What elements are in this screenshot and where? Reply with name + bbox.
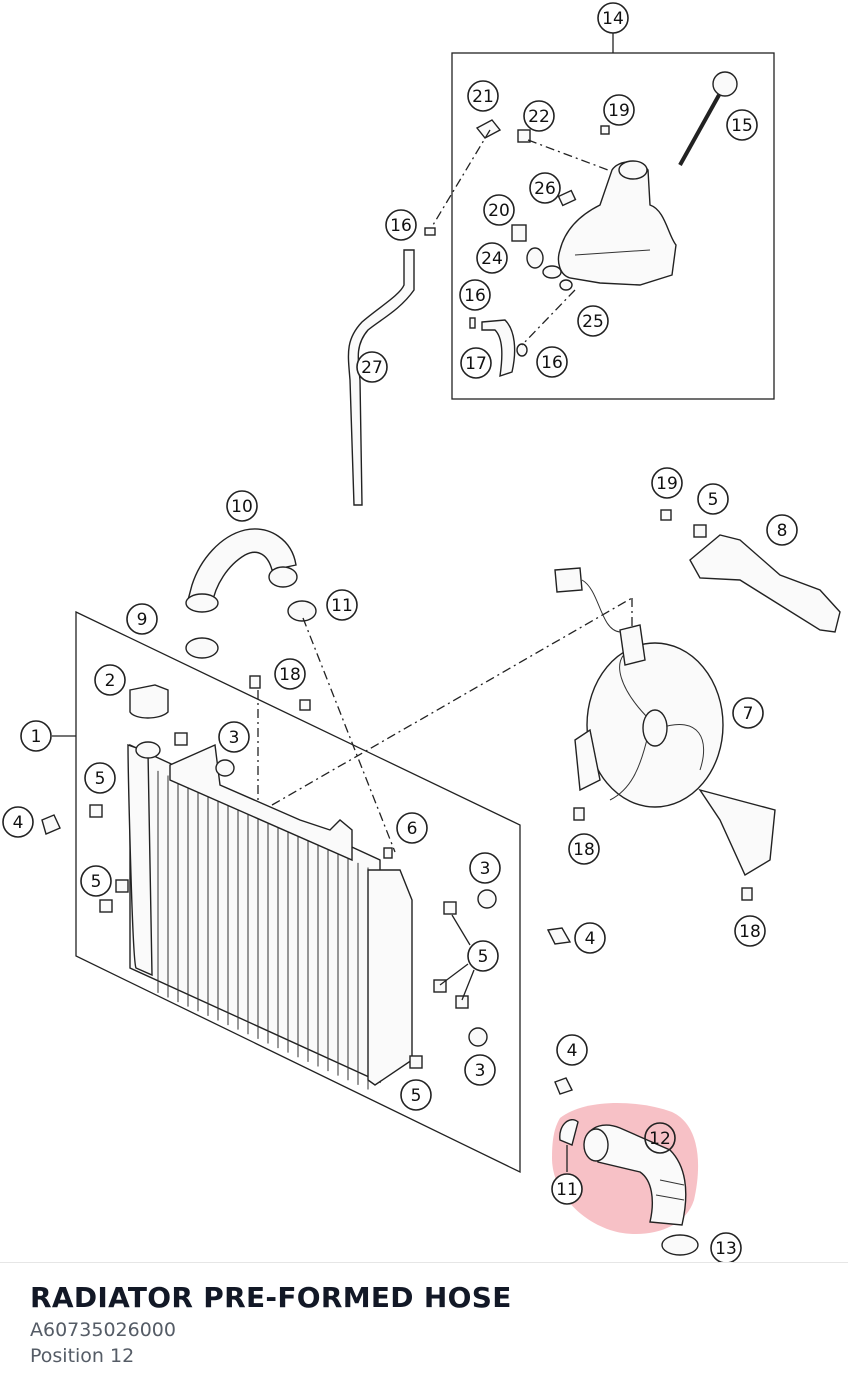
callout-label: 15 xyxy=(731,116,753,136)
callout-3[interactable]: 3 xyxy=(218,721,250,753)
callout-21[interactable]: 21 xyxy=(467,80,499,112)
radiator-group xyxy=(41,597,633,1174)
callout-label: 6 xyxy=(407,819,418,839)
callout-label: 5 xyxy=(708,490,719,510)
callout-label: 8 xyxy=(777,521,788,541)
part-title: RADIATOR PRE-FORMED HOSE xyxy=(30,1281,512,1314)
callout-11[interactable]: 11 xyxy=(326,589,358,621)
callout-label: 9 xyxy=(137,610,148,630)
callout-label: 11 xyxy=(556,1180,578,1200)
callout-label: 10 xyxy=(231,497,253,517)
bracket-8 xyxy=(689,534,841,633)
callout-label: 17 xyxy=(465,354,487,374)
callout-18[interactable]: 18 xyxy=(568,833,600,865)
callout-label: 26 xyxy=(534,179,556,199)
callout-3[interactable]: 3 xyxy=(469,852,501,884)
callout-15[interactable]: 15 xyxy=(726,109,758,141)
callout-label: 21 xyxy=(472,87,494,107)
callout-26[interactable]: 26 xyxy=(529,172,561,204)
upper-hose xyxy=(187,528,297,606)
callout-label: 27 xyxy=(361,358,383,378)
callout-8[interactable]: 8 xyxy=(766,514,798,546)
callout-label: 13 xyxy=(715,1239,737,1259)
callout-label: 14 xyxy=(602,9,624,29)
callout-label: 16 xyxy=(541,353,563,373)
callout-label: 19 xyxy=(608,101,630,121)
callout-3[interactable]: 3 xyxy=(464,1054,496,1086)
callout-13[interactable]: 13 xyxy=(710,1232,742,1262)
callout-22[interactable]: 22 xyxy=(523,100,555,132)
callout-label: 2 xyxy=(105,671,116,691)
callout-label: 16 xyxy=(464,286,486,306)
callout-label: 4 xyxy=(567,1041,578,1061)
expansion-tank-group xyxy=(424,33,775,400)
callout-17[interactable]: 17 xyxy=(460,347,492,379)
callout-18[interactable]: 18 xyxy=(734,915,766,947)
callout-label: 22 xyxy=(528,107,550,127)
callout-label: 7 xyxy=(743,704,754,724)
callout-4[interactable]: 4 xyxy=(556,1034,588,1066)
callout-label: 3 xyxy=(229,728,240,748)
callout-25[interactable]: 25 xyxy=(577,305,609,337)
callout-14[interactable]: 14 xyxy=(597,2,629,34)
callout-4[interactable]: 4 xyxy=(2,806,34,838)
callout-6[interactable]: 6 xyxy=(396,812,428,844)
callout-9[interactable]: 9 xyxy=(126,603,158,635)
callout-16[interactable]: 16 xyxy=(536,346,568,378)
callout-label: 11 xyxy=(331,596,353,616)
callout-label: 19 xyxy=(656,474,678,494)
callout-16[interactable]: 16 xyxy=(385,209,417,241)
callout-label: 18 xyxy=(573,840,595,860)
callout-16[interactable]: 16 xyxy=(459,279,491,311)
callout-5[interactable]: 5 xyxy=(467,940,499,972)
callout-label: 3 xyxy=(480,859,491,879)
part-number: A60735026000 xyxy=(30,1319,176,1341)
callout-label: 1 xyxy=(31,727,42,747)
callout-label: 4 xyxy=(585,929,596,949)
part-position: Position 12 xyxy=(30,1345,135,1367)
callout-5[interactable]: 5 xyxy=(84,762,116,794)
callout-label: 5 xyxy=(95,769,106,789)
callout-label: 16 xyxy=(390,216,412,236)
callout-label: 12 xyxy=(649,1129,671,1149)
callout-label: 18 xyxy=(739,922,761,942)
part-info-panel: RADIATOR PRE-FORMED HOSE A60735026000 Po… xyxy=(0,1262,848,1391)
callout-label: 4 xyxy=(13,813,24,833)
lower-hose-group xyxy=(554,1077,699,1256)
callout-7[interactable]: 7 xyxy=(732,697,764,729)
callout-18[interactable]: 18 xyxy=(274,658,306,690)
callout-2[interactable]: 2 xyxy=(94,664,126,696)
callout-1[interactable]: 1 xyxy=(20,720,52,752)
callout-20[interactable]: 20 xyxy=(483,194,515,226)
callout-label: 5 xyxy=(478,947,489,967)
callout-5[interactable]: 5 xyxy=(400,1079,432,1111)
callout-label: 5 xyxy=(91,872,102,892)
callout-label: 3 xyxy=(475,1061,486,1081)
callout-4[interactable]: 4 xyxy=(574,922,606,954)
hose-27 xyxy=(347,249,415,506)
callout-label: 25 xyxy=(582,312,604,332)
callout-27[interactable]: 27 xyxy=(356,351,388,383)
callout-5[interactable]: 5 xyxy=(697,483,729,515)
callout-label: 5 xyxy=(411,1086,422,1106)
fan-group xyxy=(546,567,776,945)
callout-5[interactable]: 5 xyxy=(80,865,112,897)
callout-label: 18 xyxy=(279,665,301,685)
callout-24[interactable]: 24 xyxy=(476,242,508,274)
callout-19[interactable]: 19 xyxy=(603,94,635,126)
callout-label: 24 xyxy=(481,249,503,269)
callout-12[interactable]: 12 xyxy=(644,1122,676,1154)
callout-10[interactable]: 10 xyxy=(226,490,258,522)
callout-label: 20 xyxy=(488,201,510,221)
callout-11[interactable]: 11 xyxy=(551,1173,583,1205)
callout-19[interactable]: 19 xyxy=(651,467,683,499)
